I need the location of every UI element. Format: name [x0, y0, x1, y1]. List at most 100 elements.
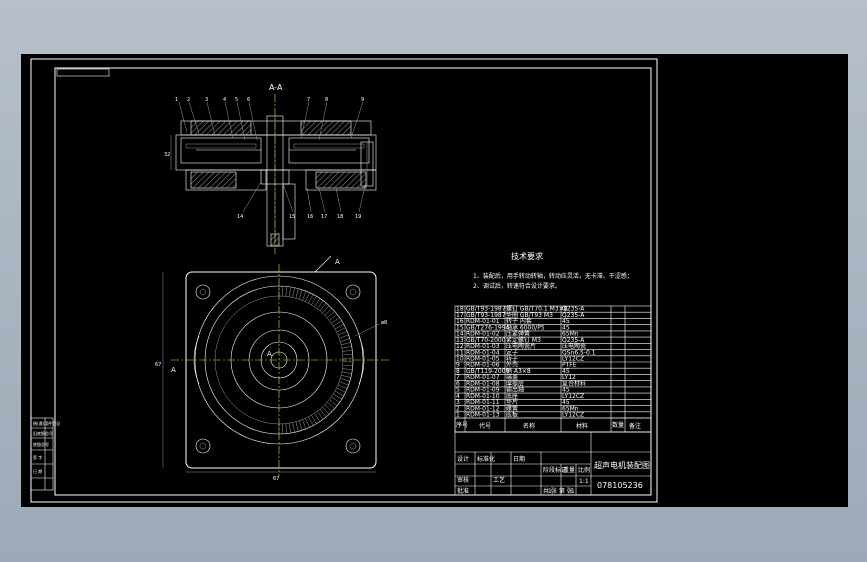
view-marker-left: A [171, 366, 176, 374]
stator-tooth [285, 286, 288, 297]
bom-cell: LY12CZ [562, 356, 584, 363]
stator-tooth [319, 409, 327, 418]
stator-tooth [314, 413, 321, 422]
dim-side: 67 [155, 362, 161, 368]
bom-cell: LY12 [562, 374, 576, 381]
dim-width: 67 [273, 476, 279, 482]
balloon-14: 14 [237, 214, 243, 220]
bom-cell: RDM-01-05 [466, 356, 500, 363]
technical-requirements: 技术要求 1、装配后，用手转动转轴，转动应灵活，无卡滞、干涩感； 2、调试后，转… [473, 251, 633, 290]
bom-cell: QSn6.5-0.1 [562, 349, 596, 356]
bom-cell: Q235-A [562, 312, 585, 319]
bom-cell: 65Mn [562, 405, 579, 412]
balloon-6: 6 [247, 97, 250, 103]
side-cell-2: 底图总号 [33, 441, 49, 447]
stator-tooth [341, 342, 351, 346]
bom-cell: GB/T70-2000 [466, 337, 506, 344]
stator-tooth [342, 349, 353, 352]
stator-tooth [336, 387, 346, 393]
balloon-7: 7 [307, 97, 310, 103]
bom-cell: GB/T93-1987 [466, 312, 506, 319]
bom-cell: 65Mn [562, 331, 579, 338]
bom-cell: 转子 内套 [506, 317, 532, 325]
bom-header-code: 代号 [479, 422, 491, 430]
bom-cell: PTFE [562, 362, 577, 369]
stator-tooth [333, 320, 342, 327]
scale-value: 1:1 [579, 478, 589, 485]
balloon-4: 4 [223, 97, 226, 103]
scale-label: 比例 [578, 466, 590, 474]
bom-cell: LY12CZ [562, 412, 584, 419]
bom-cell: 1 [456, 412, 460, 419]
balloon-leaders-top: 1 2 3 4 5 6 7 8 9 [175, 97, 364, 141]
drawing-title: 超声电机装配图 [594, 460, 650, 470]
bom-cell: GB/T276-1994 [466, 324, 510, 331]
stator-tooth [292, 287, 295, 298]
inner-border [54, 67, 652, 496]
stator-tooth [308, 294, 314, 304]
stator-tooth [336, 327, 346, 333]
bom-cell: 16 [456, 318, 464, 325]
stator-tooth [326, 311, 335, 319]
stator-tooth [331, 396, 340, 403]
balloon-5: 5 [235, 97, 238, 103]
cad-drawing-canvas: 借(通)用件登记 旧底图总号 底图总号 签 字 日 期 A-A [30, 58, 658, 503]
bom-cell: 4 [456, 393, 460, 400]
bom-cell: RDM-01-08 [466, 380, 500, 387]
balloon-15: 15 [289, 214, 295, 220]
bom-cell: 紧定螺钉 M3 [506, 336, 541, 344]
stator-tooth [295, 288, 299, 299]
stator-tooth [319, 302, 327, 311]
bom-cell: RDM-01-02 [466, 331, 500, 338]
view-marker-top: A [335, 258, 340, 266]
sheet-label: 共 张 第 张 [543, 487, 573, 495]
stator-tooth [288, 286, 292, 297]
sheet-no: 1 [571, 488, 575, 495]
balloon-2: 2 [187, 97, 190, 103]
side-registration-table: 借(通)用件登记 旧底图总号 底图总号 签 字 日 期 [30, 417, 60, 491]
bom-cell: 摩擦层 [506, 379, 524, 387]
bom-cell: 15 [456, 324, 464, 331]
stator-tooth [340, 338, 350, 342]
stator-tooth [322, 406, 330, 415]
balloon-18: 18 [337, 214, 343, 220]
cad-viewport[interactable]: 借(通)用件登记 旧底图总号 底图总号 签 字 日 期 A-A [21, 54, 848, 507]
bom-cell: 45 [562, 399, 570, 406]
side-cell-4: 日 期 [33, 468, 42, 474]
bom-cell: Q235-A [562, 306, 585, 313]
side-cell-0: 借(通)用件登记 [33, 420, 60, 426]
stator-tooth [305, 292, 310, 302]
check-label: 审核 [457, 476, 469, 484]
bom-cell: RDM-01-12 [466, 405, 500, 412]
stator-tooth [311, 296, 317, 305]
drawing-number: 078105236 [597, 481, 643, 490]
date-label: 日期 [513, 455, 525, 463]
bom-cell: 定子 [506, 348, 518, 356]
stator-tooth [333, 393, 342, 400]
stator-tooth [334, 323, 344, 330]
bom-cell: 7 [456, 374, 460, 381]
stator-tooth [329, 399, 338, 406]
stator-tooth [337, 384, 348, 390]
stator-teeth [278, 286, 353, 434]
bom-cell: GB/T119-2000 [466, 368, 510, 375]
stator-tooth [337, 330, 348, 336]
bom-cell: LY12CZ [562, 393, 584, 400]
bom-cell: RDM-01-11 [466, 399, 500, 406]
bom-cell: 45 [562, 324, 570, 331]
bom-cell: 压紧弹簧 [506, 330, 530, 338]
bom-cell: Q235-A [562, 337, 585, 344]
bom-cell: 输出轴 [506, 386, 524, 394]
section-label: A-A [269, 83, 283, 92]
bom-cell: 底板 [506, 411, 518, 419]
stator-tooth [331, 317, 340, 324]
stator-tooth [298, 289, 303, 300]
weight-label: 重量 [563, 466, 575, 474]
bom-header-no: 序号 [456, 421, 468, 429]
bom-cell: 2 [456, 405, 460, 412]
bom-cell: 3 [456, 399, 460, 406]
design-label: 设计 [457, 455, 469, 463]
bom-cell: 销 A3×8 [506, 367, 531, 375]
stator-tooth [340, 378, 350, 382]
stator-tooth [314, 298, 321, 307]
